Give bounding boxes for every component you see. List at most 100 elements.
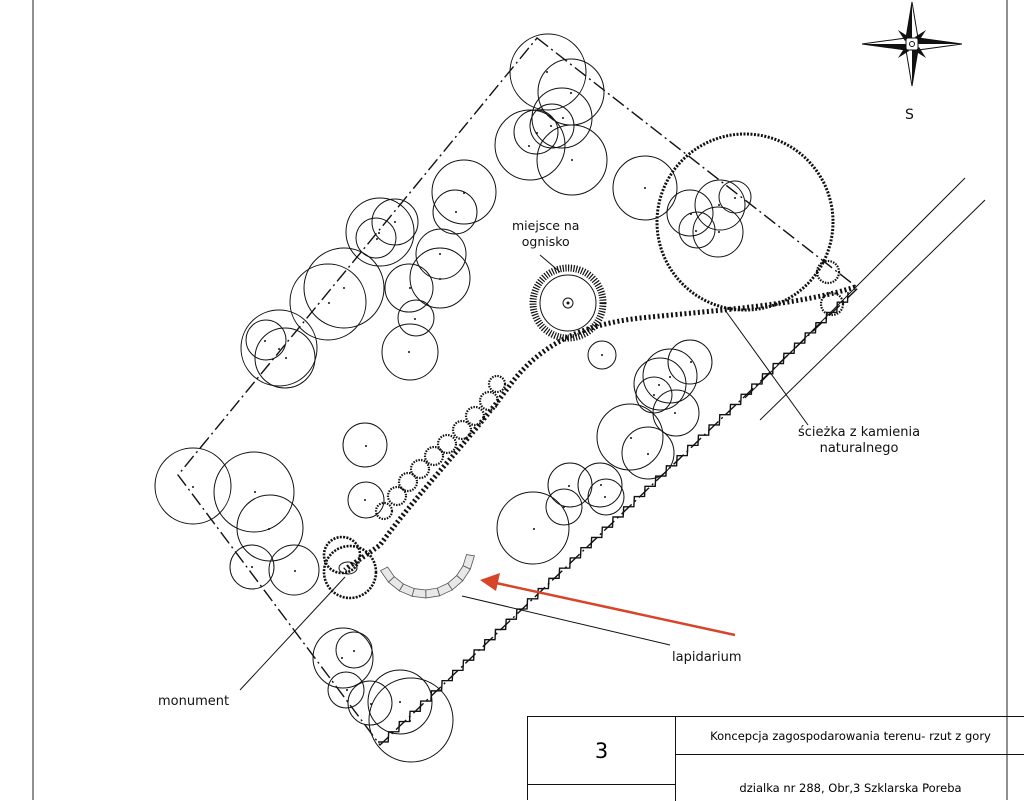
tree-canopy: [531, 87, 593, 149]
tree-canopy: [254, 327, 316, 389]
tree-canopy: [384, 263, 434, 313]
leader-monument: [239, 576, 346, 691]
tree-trunk-dot: [528, 145, 530, 147]
stone-path: [343, 284, 856, 572]
tree-trunk-dot: [546, 71, 548, 73]
tree-trunk-dot: [630, 437, 632, 439]
tree-canopy: [596, 403, 664, 471]
tree-trunk-dot: [328, 302, 330, 304]
road-edge-inner: [759, 199, 986, 421]
tree-canopy: [587, 478, 625, 516]
tree-canopy: [633, 357, 687, 411]
title-block-empty-cell: [528, 785, 676, 801]
tree-trunk-dot: [414, 318, 416, 320]
tree-trunk-dot: [571, 159, 573, 161]
tree-canopy: [245, 319, 287, 361]
lapidarium-stone: [379, 566, 395, 583]
tree-canopy: [154, 447, 232, 525]
tree-trunk-dot: [409, 720, 411, 722]
tree-trunk-dot: [394, 221, 396, 223]
monument-label: monument: [158, 694, 230, 709]
tree-trunk-dot: [376, 238, 378, 240]
tree-trunk-dot: [644, 187, 646, 189]
tree-canopy: [312, 627, 374, 689]
shrub: [436, 433, 458, 455]
lapidarium-arrow-shaft: [495, 581, 736, 637]
tree-trunk-dot: [695, 230, 697, 232]
tree-canopy: [494, 109, 566, 181]
tree-canopy: [635, 376, 673, 414]
tree-canopy: [612, 155, 678, 221]
tree-canopy: [303, 247, 385, 329]
fire-place-symbol: [529, 264, 607, 342]
shrub: [409, 458, 431, 480]
tree-trunk-dot: [294, 570, 296, 572]
tree-trunk-dot: [343, 287, 345, 289]
tree-trunk-dot: [604, 496, 606, 498]
tree-trunk-dot: [550, 125, 552, 127]
tree-trunk-dot: [378, 232, 380, 234]
tree-canopy: [692, 206, 744, 258]
fire-place-label-line1: miejsce na: [512, 218, 580, 233]
tree-trunk-dot: [658, 384, 660, 386]
tree-trunk-dot: [570, 92, 572, 94]
tree-trunk-dot: [370, 703, 372, 705]
plot-boundary: [177, 37, 860, 747]
shrub: [374, 501, 394, 521]
tree-trunk-dot: [536, 132, 538, 134]
trees: [154, 33, 752, 763]
large-tree-canopy: [655, 132, 835, 312]
shrub: [423, 445, 445, 467]
tree-canopy: [236, 494, 304, 562]
tree-canopy: [678, 211, 716, 249]
tree-trunk-dot: [346, 689, 348, 691]
tree-canopy: [409, 247, 471, 309]
tree-trunk-dot: [285, 357, 287, 359]
fire-place-label-line2: ognisko: [521, 234, 570, 249]
shrub: [487, 374, 507, 394]
tree-canopy: [652, 389, 700, 437]
stone-path-label: ścieżka z kamienia naturalnego: [798, 425, 920, 457]
tree-canopy: [368, 677, 454, 763]
tree-canopy: [381, 323, 439, 381]
tree-canopy: [327, 671, 365, 709]
tree-canopy: [345, 197, 415, 267]
stone-path-label-line2: naturalnego: [819, 441, 899, 456]
lapidarium-arrow-head: [480, 573, 500, 591]
shrub: [819, 291, 845, 317]
tree-trunk-dot: [364, 499, 366, 501]
tree-trunk-dot: [562, 117, 564, 119]
tree-canopy: [545, 488, 583, 526]
tree-trunk-dot: [600, 484, 602, 486]
tree-canopy: [667, 339, 713, 385]
tree-trunk-dot: [674, 412, 676, 414]
tree-canopy: [666, 189, 714, 237]
shrub: [478, 390, 500, 412]
tree-trunk-dot: [647, 453, 649, 455]
tree-trunk-dot: [439, 278, 441, 280]
tree-canopy: [289, 263, 367, 341]
tree-canopy: [496, 491, 570, 565]
title-block: 3 Koncepcja zagospodarowania terenu- rzu…: [527, 716, 1024, 801]
tree-canopy: [621, 426, 675, 480]
plot-address: dzialka nr 288, Obr,3 Szklarska Poreba: [739, 781, 962, 795]
hedge-line: [377, 291, 849, 743]
tree-canopy: [694, 179, 746, 231]
tree-canopy: [513, 109, 559, 155]
tree-canopy: [213, 451, 295, 533]
tree-trunk-dot: [439, 253, 441, 255]
tree-trunk-dot: [601, 354, 603, 356]
tree-canopy: [577, 462, 623, 508]
lapidarium-arc: [379, 554, 475, 599]
shrub-row: [374, 259, 845, 521]
tree-canopy: [240, 309, 318, 387]
tree-canopy: [509, 33, 587, 111]
tree-canopy: [367, 669, 433, 735]
tree-trunk-dot: [455, 211, 457, 213]
tree-canopy: [355, 217, 397, 259]
tree-trunk-dot: [563, 506, 565, 508]
tree-trunk-dot: [399, 701, 401, 703]
tree-trunk-dot: [254, 491, 256, 493]
tree-canopy: [347, 481, 385, 519]
monument-symbol: [322, 535, 378, 600]
